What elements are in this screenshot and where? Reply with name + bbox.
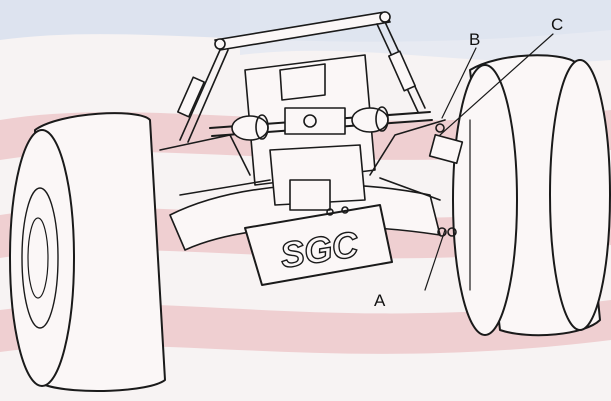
- left-shock: [176, 49, 229, 143]
- callout-a: A: [374, 291, 386, 310]
- upper-crossbar: [214, 11, 391, 51]
- callout-c: C: [551, 15, 563, 34]
- right-knuckle: [428, 123, 464, 237]
- leader-line-b: [441, 47, 477, 119]
- leader-line-a: [424, 229, 446, 291]
- right-shock: [376, 21, 426, 113]
- steering-rack: [209, 106, 433, 141]
- wheel-right: [452, 54, 611, 337]
- leader-line-c: [439, 33, 554, 136]
- right-upper-arm: [369, 119, 446, 176]
- callout-b: B: [469, 30, 480, 49]
- wheel-left: [9, 112, 166, 393]
- skid-plate: [244, 204, 393, 286]
- left-upper-arm: [159, 134, 251, 176]
